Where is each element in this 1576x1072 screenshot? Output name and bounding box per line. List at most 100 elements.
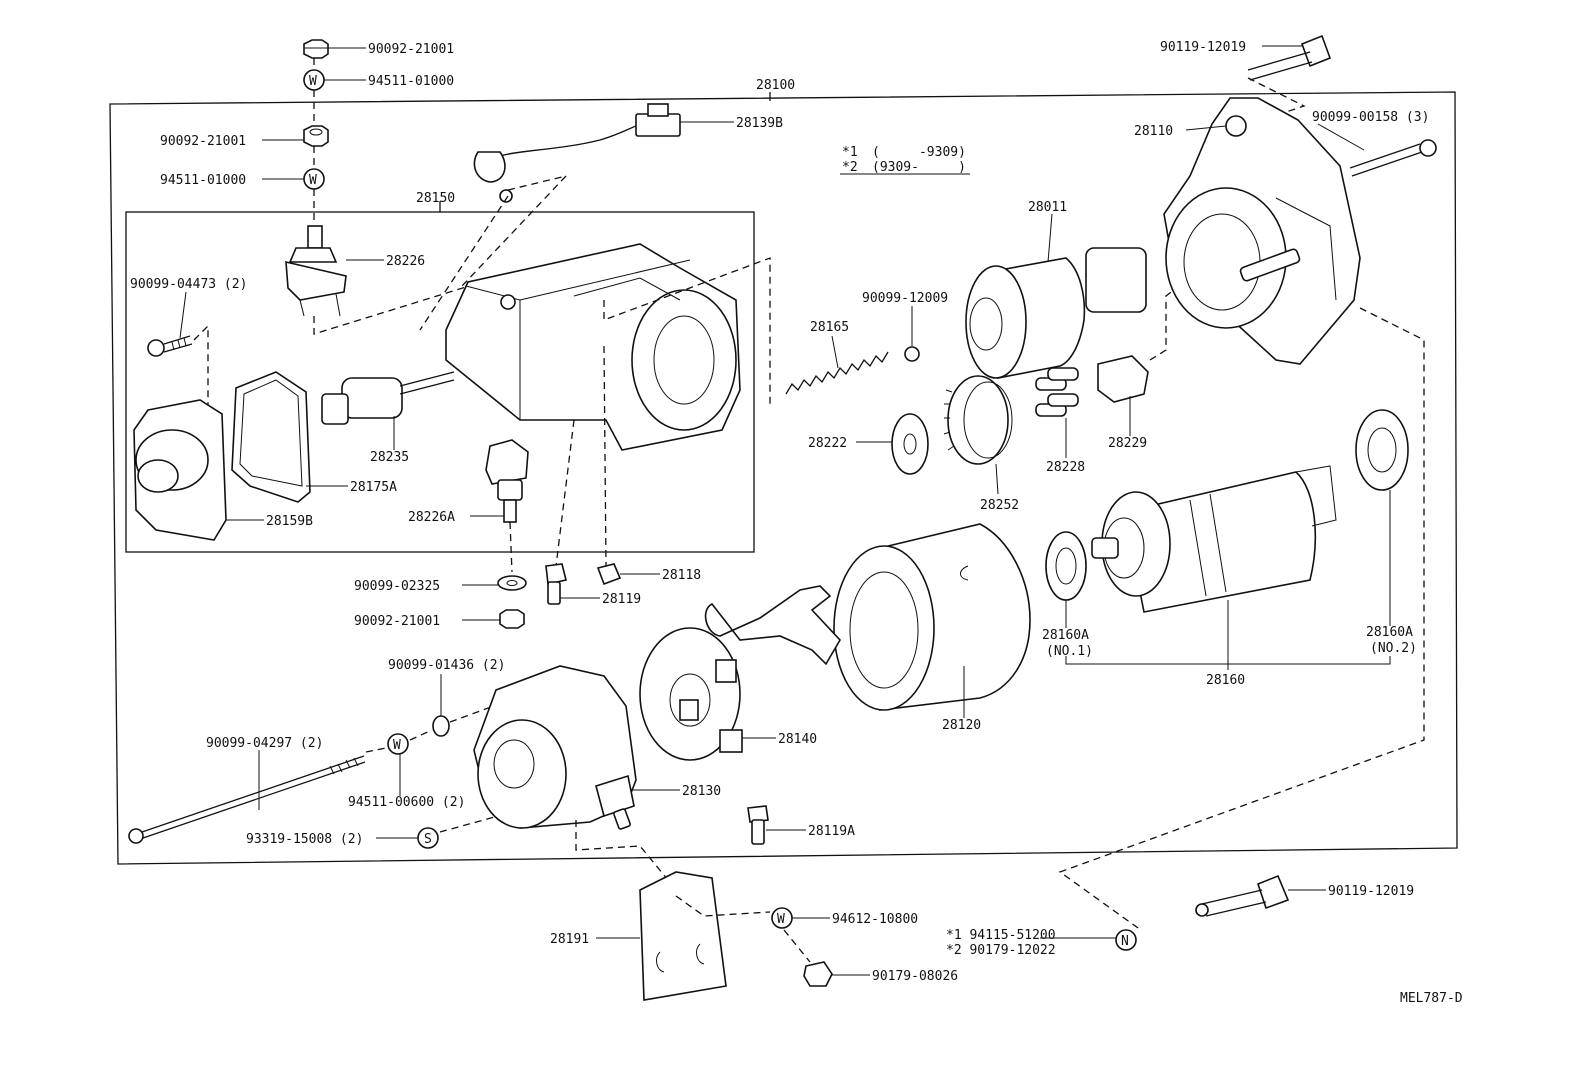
bolt-90119-12019-bottom xyxy=(1195,874,1290,917)
nut-callout-line2: *2 90179-12022 xyxy=(946,943,1056,958)
label-90092-21001-mid: 90092-21001 xyxy=(160,134,246,149)
starter-housing-28110 xyxy=(1163,97,1361,365)
label-90119-12019-top: 90119-12019 xyxy=(1160,40,1246,55)
insulator-28118 xyxy=(596,563,622,586)
commutator-end-frame-28130 xyxy=(473,665,637,830)
washer-28222 xyxy=(891,413,929,475)
terminal-bolt-28226 xyxy=(285,225,347,317)
label-28160A-no1-sub: (NO.1) xyxy=(1046,644,1093,659)
screw-28119 xyxy=(545,563,567,605)
plunger-28235 xyxy=(321,371,455,425)
steel-ball-90099-12009 xyxy=(904,346,920,362)
label-28226A: 28226A xyxy=(408,510,455,525)
label-90099-01436: 90099-01436 (2) xyxy=(388,658,505,673)
label-28130: 28130 xyxy=(682,784,721,799)
label-90119-12019-bottom: 90119-12019 xyxy=(1328,884,1414,899)
spring-washer-symbol: S xyxy=(424,832,432,847)
nut-94115-51200 xyxy=(1115,929,1137,951)
screw-28119A xyxy=(747,805,769,845)
bolt-90119-12019-top xyxy=(1247,34,1332,81)
drawing-code: MEL787-D xyxy=(1400,991,1463,1006)
label-94511-01000-mid: 94511-01000 xyxy=(160,173,246,188)
label-28140: 28140 xyxy=(778,732,817,747)
bolt-90099-00158 xyxy=(1349,139,1437,177)
clutch-28011 xyxy=(965,247,1147,379)
note-range-2: (9309- ) xyxy=(872,160,966,175)
label-90099-12009: 90099-12009 xyxy=(862,291,948,306)
label-28191: 28191 xyxy=(550,932,589,947)
idler-gear-28252 xyxy=(943,375,1013,465)
label-28226: 28226 xyxy=(386,254,425,269)
label-28100: 28100 xyxy=(756,78,795,93)
washer-symbol-top: W xyxy=(309,74,317,89)
washer-symbol-bracket: W xyxy=(777,912,785,927)
label-28228: 28228 xyxy=(1046,460,1085,475)
bearing-28160A-no2 xyxy=(1355,409,1409,491)
label-90099-00158: 90099-00158 (3) xyxy=(1312,110,1429,125)
note-mark-1: *1 xyxy=(842,145,858,160)
through-bolt-90099-04297 xyxy=(128,755,366,844)
nut-90179-08026 xyxy=(803,961,833,987)
label-28229: 28229 xyxy=(1108,436,1147,451)
label-28222: 28222 xyxy=(808,436,847,451)
terminal-28226A xyxy=(485,439,529,523)
nut-callout-line1: *1 94115-51200 xyxy=(946,928,1056,943)
leader-lines xyxy=(179,45,1391,976)
label-28252: 28252 xyxy=(980,498,1019,513)
label-28119A: 28119A xyxy=(808,824,855,839)
applicability-note: *1 ( -9309) *2 (9309- ) xyxy=(842,145,966,175)
o-ring-90099-01436 xyxy=(432,715,450,737)
label-28118: 28118 xyxy=(662,568,701,583)
bracket-28191 xyxy=(639,871,727,1001)
label-90099-04473: 90099-04473 (2) xyxy=(130,277,247,292)
note-range-1: ( -9309) xyxy=(872,145,966,160)
part-labels: 90092-21001 94511-01000 90092-21001 9451… xyxy=(130,40,1429,984)
label-90179-08026: 90179-08026 xyxy=(872,969,958,984)
note-mark-2: *2 xyxy=(842,160,858,175)
label-90092-21001-top: 90092-21001 xyxy=(368,42,454,57)
end-cover-28159B xyxy=(133,399,227,541)
label-28159B: 28159B xyxy=(266,514,313,529)
bearing-28160A-no1 xyxy=(1045,531,1087,601)
brush-holder-28140 xyxy=(639,627,743,761)
label-28175A: 28175A xyxy=(350,480,397,495)
retainer-28229 xyxy=(1097,355,1149,403)
label-90099-02325: 90099-02325 xyxy=(354,579,440,594)
label-28165: 28165 xyxy=(810,320,849,335)
nut-90092-21001-mid xyxy=(303,125,329,147)
label-28119: 28119 xyxy=(602,592,641,607)
armature-28160 xyxy=(1091,465,1337,613)
solenoid-housing xyxy=(445,243,741,451)
nut-90092-21001-lower xyxy=(499,609,525,629)
label-28235: 28235 xyxy=(370,450,409,465)
label-94612-10800: 94612-10800 xyxy=(832,912,918,927)
assembly-28100-boundary xyxy=(109,91,1458,865)
label-94511-00600: 94511-00600 (2) xyxy=(348,795,465,810)
label-28120: 28120 xyxy=(942,718,981,733)
label-28150: 28150 xyxy=(416,191,455,206)
yoke-28120 xyxy=(704,523,1031,711)
label-28110: 28110 xyxy=(1134,124,1173,139)
nut-90092-21001-top xyxy=(303,39,329,59)
washer-94511-00600 xyxy=(387,733,409,755)
label-28139B: 28139B xyxy=(736,116,783,131)
label-28011: 28011 xyxy=(1028,200,1067,215)
label-90099-04297: 90099-04297 (2) xyxy=(206,736,323,751)
label-28160A-no2: 28160A xyxy=(1366,625,1413,640)
rollers-28228 xyxy=(1035,367,1079,417)
lead-wire-28139B xyxy=(473,103,681,203)
label-94511-01000-top: 94511-01000 xyxy=(368,74,454,89)
washer-90099-02325 xyxy=(497,575,527,591)
washer-symbol-mid: W xyxy=(309,173,317,188)
label-90092-21001-lower: 90092-21001 xyxy=(354,614,440,629)
label-93319-15008: 93319-15008 (2) xyxy=(246,832,363,847)
gasket-28175A xyxy=(231,371,311,503)
label-28160A-no2-sub: (NO.2) xyxy=(1370,641,1417,656)
label-28160: 28160 xyxy=(1206,673,1245,688)
bolt-90099-04473 xyxy=(147,335,193,357)
washer-symbols: W W W W S N xyxy=(309,74,1129,949)
washer-symbol-commutator: W xyxy=(393,738,401,753)
nut-symbol: N xyxy=(1121,934,1129,949)
nut-callout: *1 94115-51200 *2 90179-12022 xyxy=(946,928,1056,958)
